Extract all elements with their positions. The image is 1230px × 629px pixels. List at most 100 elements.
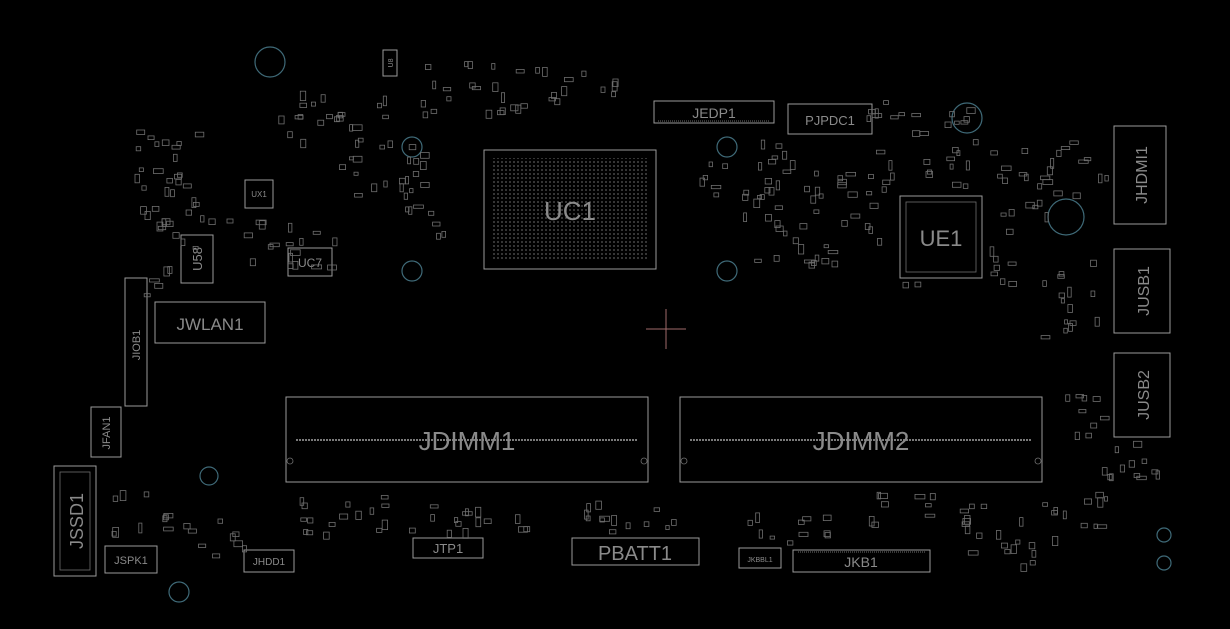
smd-footprint (462, 528, 469, 539)
smd-footprint (1090, 259, 1097, 267)
smd-footprint (989, 246, 995, 257)
smd-footprint (837, 182, 847, 189)
smd-footprint (743, 212, 747, 222)
smd-footprint (379, 144, 385, 150)
smd-footprint (1104, 496, 1108, 502)
jusb1-connector[interactable]: JUSB1 (1113, 248, 1171, 334)
jdimm2-slot[interactable]: JDIMM2 (679, 396, 1043, 483)
pbatt1-connector[interactable]: PBATT1 (571, 537, 700, 566)
smd-footprint (775, 180, 781, 191)
jkb1-connector[interactable]: JKB1 (792, 549, 931, 573)
smd-footprint (1097, 524, 1108, 529)
jkbbl1-connector[interactable]: JKBBL1 (738, 547, 782, 569)
smd-footprint (774, 220, 781, 229)
smd-footprint (611, 515, 617, 526)
smd-footprint (919, 130, 929, 136)
jspk1-connector[interactable]: JSPK1 (104, 545, 158, 574)
jedp1-label: JEDP1 (692, 105, 736, 121)
ue1-chip[interactable]: UE1 (899, 195, 983, 279)
smd-footprint (868, 226, 874, 234)
smd-footprint (967, 550, 979, 556)
smd-footprint (382, 95, 387, 107)
smd-footprint (185, 209, 193, 216)
smd-footprint (814, 254, 820, 262)
smd-footprint (420, 151, 430, 159)
smd-footprint (868, 174, 874, 179)
u58-chip[interactable]: U58 (180, 234, 214, 284)
smd-footprint (172, 153, 178, 162)
smd-footprint (267, 244, 274, 250)
smd-footprint (172, 232, 180, 239)
smd-footprint (306, 530, 314, 536)
smd-footprint (300, 138, 307, 149)
jwlan1-connector[interactable]: JWLAN1 (154, 301, 266, 344)
smd-footprint (754, 258, 762, 263)
smd-footprint (1000, 278, 1006, 285)
smd-footprint (382, 114, 389, 120)
jdimm1-slot[interactable]: JDIMM1 (285, 396, 649, 483)
smd-footprint (625, 522, 631, 530)
smd-footprint (157, 225, 167, 231)
smd-footprint (428, 210, 435, 216)
smd-footprint (387, 140, 393, 148)
jhdmi1-connector[interactable]: JHDMI1 (1113, 125, 1167, 225)
jhdd1-connector[interactable]: JHDD1 (243, 549, 295, 573)
smd-footprint (944, 121, 952, 128)
smd-footprint (1141, 458, 1148, 464)
smd-footprint (1060, 298, 1065, 304)
smd-footprint (1069, 140, 1079, 145)
smd-footprint (413, 204, 424, 209)
smd-footprint (775, 143, 783, 149)
smd-footprint (432, 80, 437, 90)
smd-footprint (743, 189, 750, 196)
smd-footprint (814, 186, 821, 196)
jtp1-connector[interactable]: JTP1 (412, 537, 484, 559)
smd-footprint (241, 545, 247, 553)
jssd1-connector[interactable]: JSSD1 (53, 465, 97, 577)
jusb2-connector[interactable]: JUSB2 (1113, 352, 1171, 438)
smd-footprint (198, 543, 207, 548)
smd-footprint (554, 98, 561, 106)
smd-footprint (140, 206, 147, 215)
smd-footprint (355, 510, 362, 520)
smd-footprint (586, 503, 591, 513)
smd-footprint (699, 177, 705, 187)
smd-footprint (925, 503, 932, 508)
smd-footprint (355, 139, 360, 148)
smd-footprint (1028, 542, 1036, 550)
smd-footprint (802, 516, 812, 522)
uc1-cpu[interactable]: UC1 (483, 149, 657, 270)
smd-footprint (912, 130, 921, 137)
smd-footprint (149, 278, 160, 283)
smd-footprint (310, 101, 316, 107)
smd-footprint (1133, 440, 1143, 448)
pjpdc1-connector[interactable]: PJPDC1 (787, 103, 873, 135)
smd-footprint (243, 232, 253, 239)
jfan1-connector[interactable]: JFAN1 (90, 406, 122, 458)
smd-footprint (810, 195, 817, 204)
smd-footprint (337, 112, 346, 117)
smd-footprint (1036, 199, 1043, 207)
smd-footprint (1080, 522, 1088, 529)
smd-footprint (407, 156, 412, 165)
u8-chip[interactable]: U8 (382, 49, 398, 77)
smd-footprint (874, 108, 879, 119)
smd-footprint (144, 210, 151, 220)
smd-footprint (1090, 422, 1098, 429)
smd-footprint (413, 158, 420, 165)
smd-footprint (1007, 261, 1017, 266)
smd-footprint (1119, 464, 1126, 473)
smd-footprint (233, 540, 243, 548)
smd-footprint (702, 174, 709, 181)
uc7-chip[interactable]: UC7 (287, 247, 333, 277)
smd-footprint (911, 113, 921, 118)
smd-footprint (1040, 335, 1051, 340)
smd-footprint (119, 490, 127, 502)
smd-footprint (469, 82, 476, 89)
smd-footprint (876, 149, 886, 155)
jio-connector[interactable]: JIOB1 (124, 277, 148, 407)
jedp1-connector[interactable]: JEDP1 (653, 100, 775, 124)
smd-footprint (1078, 159, 1089, 164)
smd-footprint (1094, 316, 1100, 327)
ux1-chip[interactable]: UX1 (244, 179, 274, 209)
